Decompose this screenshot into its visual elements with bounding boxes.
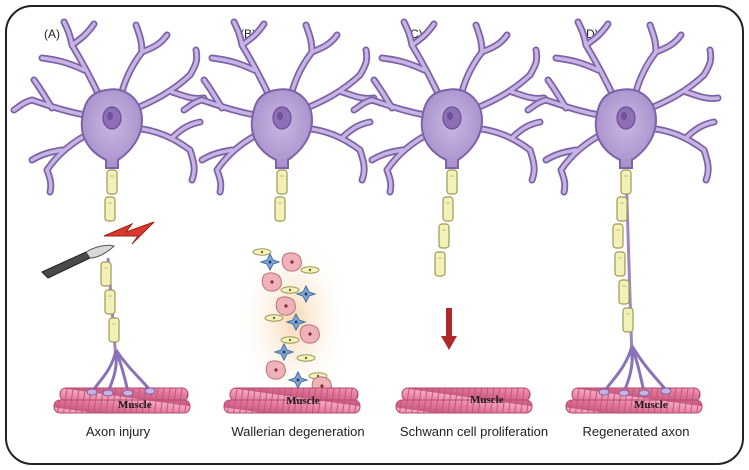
lightning-bolt-icon [103, 221, 155, 245]
panel-a-endplates [86, 387, 156, 397]
panel-c-muscle [395, 387, 533, 414]
panel-c: (C) Muscle Schwann cell proliferation [354, 22, 548, 439]
panel-c-caption: Schwann cell proliferation [400, 424, 548, 439]
panel-b-muscle-label: Muscle [286, 395, 320, 407]
panel-b-caption: Wallerian degeneration [231, 424, 364, 439]
panel-a-axon-distal [100, 257, 120, 361]
down-arrow-icon [441, 308, 457, 350]
panel-b: (B) Muscle Waller [184, 22, 374, 439]
panel-a-letter: (A) [44, 27, 60, 41]
panel-a-muscle-label: Muscle [118, 399, 152, 411]
panel-d-endplates [598, 387, 672, 397]
panel-d: (D) Muscle Regenerated axon [528, 22, 718, 439]
panel-c-muscle-label: Muscle [470, 394, 504, 406]
panel-d-muscle-label: Muscle [634, 399, 668, 411]
scalpel-icon [41, 244, 115, 279]
panel-d-axon-regenerated [612, 169, 634, 361]
panel-a-caption: Axon injury [86, 424, 151, 439]
panel-a: (A) Muscle [14, 22, 204, 439]
panel-d-caption: Regenerated axon [583, 424, 690, 439]
figure-frame [5, 5, 744, 465]
